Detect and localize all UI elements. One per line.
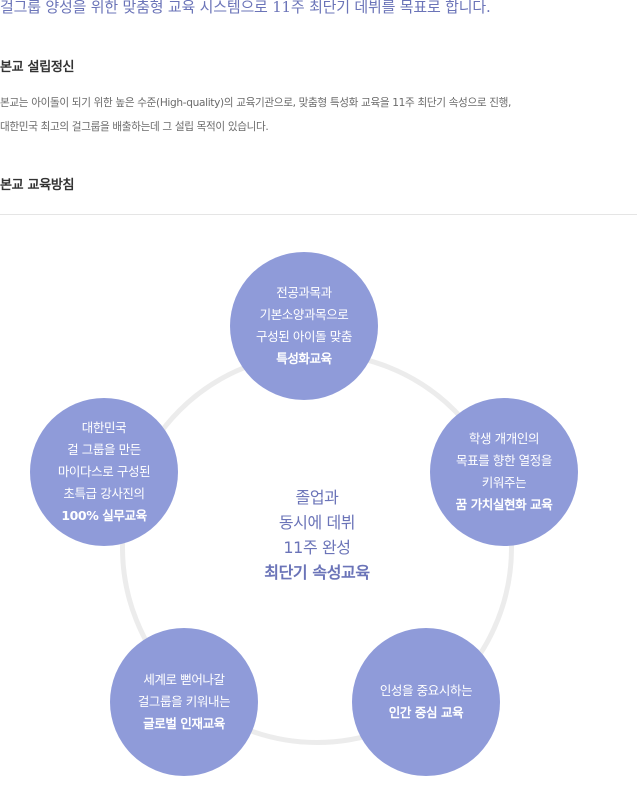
policy-node-global: 세계로 뻗어나갈 걸그룹을 키워내는 글로벌 인재교육 — [110, 628, 258, 776]
policy-node-dream: 학생 개개인의 목표를 향한 열정을 키워주는 꿈 가치실현화 교육 — [430, 398, 578, 546]
node-line: 대한민국 — [81, 420, 127, 435]
founding-title: 본교 설립정신 — [0, 60, 75, 75]
policy-node-humanity: 인성을 중요시하는 인간 중심 교육 — [352, 628, 500, 776]
node-line: 마이다스로 구성된 — [57, 464, 151, 479]
node-line: 인성을 중요시하는 — [379, 683, 473, 698]
node-emphasis: 글로벌 인재교육 — [143, 716, 225, 731]
center-line: 동시에 데뷔 — [278, 513, 356, 532]
center-emphasis: 최단기 속성교육 — [264, 563, 370, 582]
node-line: 구성된 아이돌 맞춤 — [256, 329, 352, 344]
node-emphasis: 인간 중심 교육 — [388, 705, 464, 720]
center-line: 11주 완성 — [283, 538, 351, 557]
founding-line: 본교는 아이돌이 되기 위한 높은 수준(High-quality)의 교육기관… — [0, 97, 512, 109]
node-line: 세계로 뻗어나갈 — [143, 672, 225, 687]
node-line: 초특급 강사진의 — [63, 486, 145, 501]
node-line: 기본소양과목으로 — [259, 307, 349, 322]
node-line: 목표를 향한 열정을 — [456, 453, 552, 468]
founding-line: 대한민국 최고의 걸그룹을 배출하는데 그 설립 목적이 있습니다. — [0, 121, 269, 133]
center-slogan: 졸업과 동시에 데뷔 11주 완성 최단기 속성교육 — [217, 485, 417, 585]
node-line: 걸 그룹을 만든 — [67, 442, 141, 457]
node-emphasis: 특성화교육 — [276, 351, 332, 366]
center-line: 졸업과 — [295, 488, 339, 507]
section-divider — [0, 214, 637, 215]
node-emphasis: 100% 실무교육 — [61, 508, 147, 523]
node-emphasis: 꿈 가치실현화 교육 — [455, 497, 553, 512]
node-line: 학생 개개인의 — [468, 431, 540, 446]
policy-node-specialized: 전공과목과 기본소양과목으로 구성된 아이돌 맞춤 특성화교육 — [230, 252, 378, 400]
node-line: 키워주는 — [481, 475, 527, 490]
node-line: 전공과목과 — [276, 285, 332, 300]
education-policy-diagram: 전공과목과 기본소양과목으로 구성된 아이돌 맞춤 특성화교육 학생 개개인의 … — [0, 230, 637, 803]
founding-body: 본교는 아이돌이 되기 위한 높은 수준(High-quality)의 교육기관… — [0, 91, 632, 139]
node-line: 걸그룹을 키워내는 — [137, 694, 231, 709]
policy-node-practical: 대한민국 걸 그룹을 만든 마이다스로 구성된 초특급 강사진의 100% 실무… — [30, 398, 178, 546]
intro-headline: 걸그룹 양성을 위한 맞춤형 교육 시스템으로 11주 최단기 데뷔를 목표로 … — [0, 0, 491, 16]
policy-title: 본교 교육방침 — [0, 178, 75, 193]
